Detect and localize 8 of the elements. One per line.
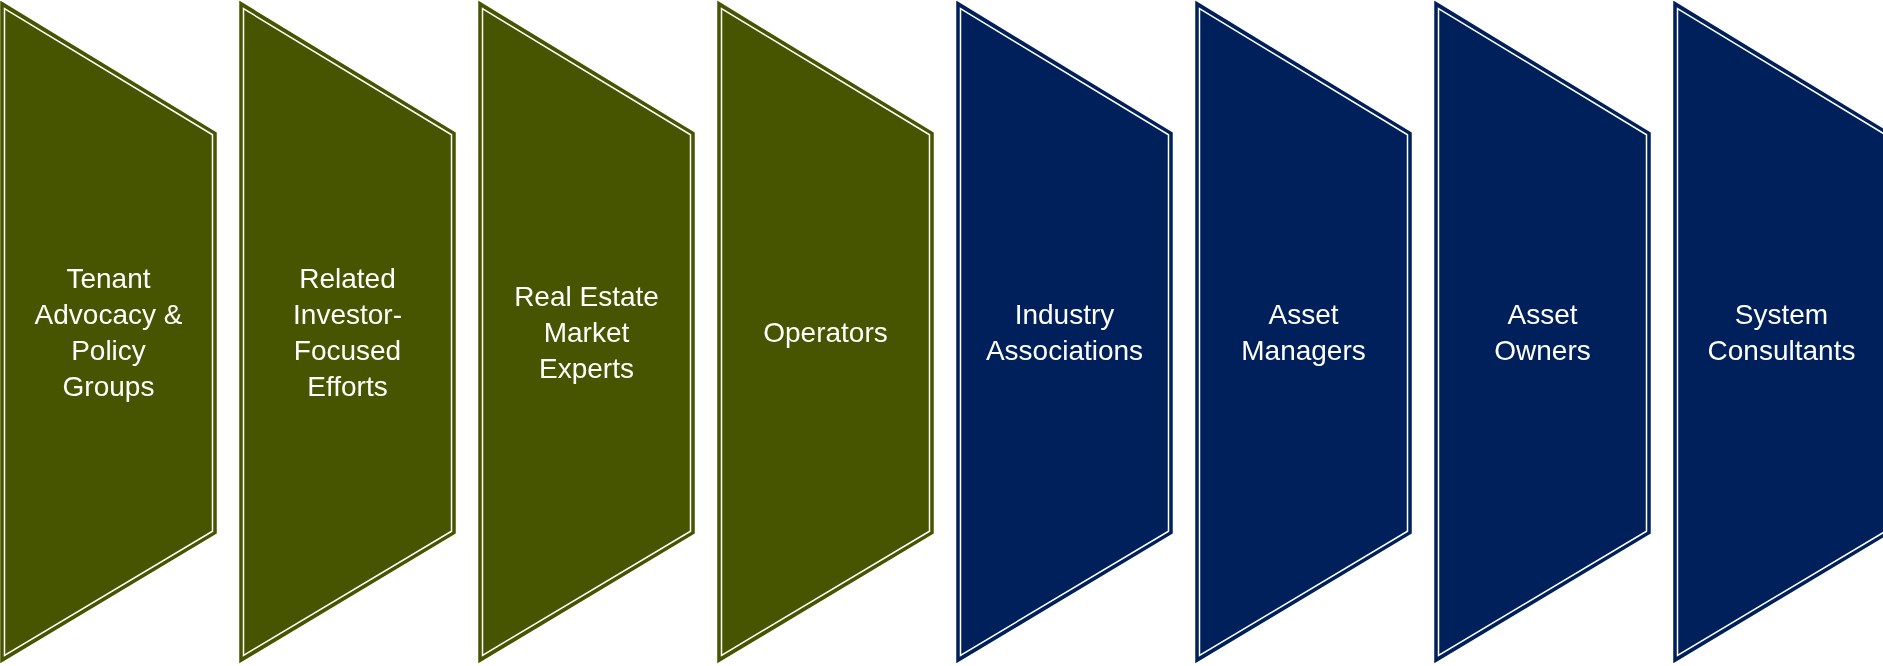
step-label: Industry Associations xyxy=(984,298,1145,368)
step-label: Tenant Advocacy & Policy Groups xyxy=(33,262,184,404)
step-label: Asset Managers xyxy=(1240,298,1367,368)
step-label: Operators xyxy=(762,316,889,350)
step-label: Real Estate Market Experts xyxy=(513,280,660,386)
step-label: Asset Owners xyxy=(1493,298,1592,368)
step-label: System Consultants xyxy=(1706,298,1857,368)
step-label: Related Investor-Focused Efforts xyxy=(292,262,403,404)
